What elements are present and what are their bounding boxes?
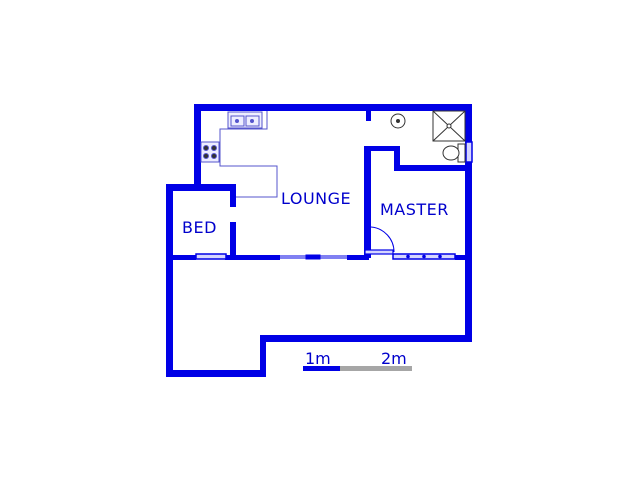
scale-label-2m: 2m	[381, 349, 407, 368]
basin-drain	[396, 119, 400, 123]
wall-top	[194, 104, 471, 111]
wall-bed-top	[166, 184, 236, 191]
stove-burner-4	[211, 153, 217, 159]
walls	[166, 104, 472, 377]
room-label-lounge: LOUNGE	[281, 189, 351, 208]
window-master-dot-2	[422, 254, 426, 259]
wall-bed-right-lower	[230, 222, 236, 260]
wall-bath-vertical	[394, 146, 400, 170]
wall-bath-bottom	[394, 165, 472, 171]
wall-mid-door	[347, 255, 369, 260]
window-master-dot-3	[438, 254, 442, 259]
wall-bath-top	[364, 146, 400, 151]
wall-mid-right	[455, 255, 472, 260]
wall-left	[166, 184, 173, 377]
wall-bottom-left	[166, 370, 265, 377]
window-lounge-mark	[305, 254, 321, 260]
window-master-dot-1	[406, 254, 410, 259]
wall-top-stub	[366, 104, 371, 121]
scale-bar: 1m 2m	[303, 349, 412, 371]
scale-bar-dark	[303, 366, 340, 371]
stove-burner-1	[203, 145, 209, 151]
door-leaf	[364, 249, 394, 255]
scale-bar-light	[340, 366, 412, 371]
windows	[195, 141, 473, 260]
scale-label-1m: 1m	[305, 349, 331, 368]
wall-master-left	[364, 146, 371, 258]
toilet-bowl	[442, 145, 460, 161]
stove-burner-2	[211, 145, 217, 151]
bathroom-fixtures	[390, 110, 466, 163]
room-label-bed: BED	[182, 218, 217, 237]
sink-bowl-2	[245, 115, 260, 127]
wall-left-upper	[194, 104, 201, 188]
door-swing-arc	[370, 226, 395, 253]
wall-right	[465, 104, 472, 342]
window-toilet	[465, 141, 473, 163]
wall-mid-left	[166, 255, 196, 260]
counter-outline	[219, 111, 278, 198]
wall-mid-bed	[225, 255, 280, 260]
stove-burner-3	[203, 153, 209, 159]
sink-drain-2	[250, 119, 254, 123]
room-label-master: MASTER	[380, 200, 449, 219]
sink-drain-1	[235, 119, 239, 123]
wall-bottom-right	[260, 335, 471, 342]
sink-bowl-1	[230, 115, 245, 127]
wall-step-vertical	[260, 335, 266, 377]
stove	[200, 141, 220, 163]
shower-drain	[446, 123, 452, 129]
master-door	[364, 226, 395, 255]
wall-bed-right-upper	[230, 184, 236, 207]
kitchen-counter	[200, 111, 278, 198]
window-bed	[195, 253, 227, 260]
